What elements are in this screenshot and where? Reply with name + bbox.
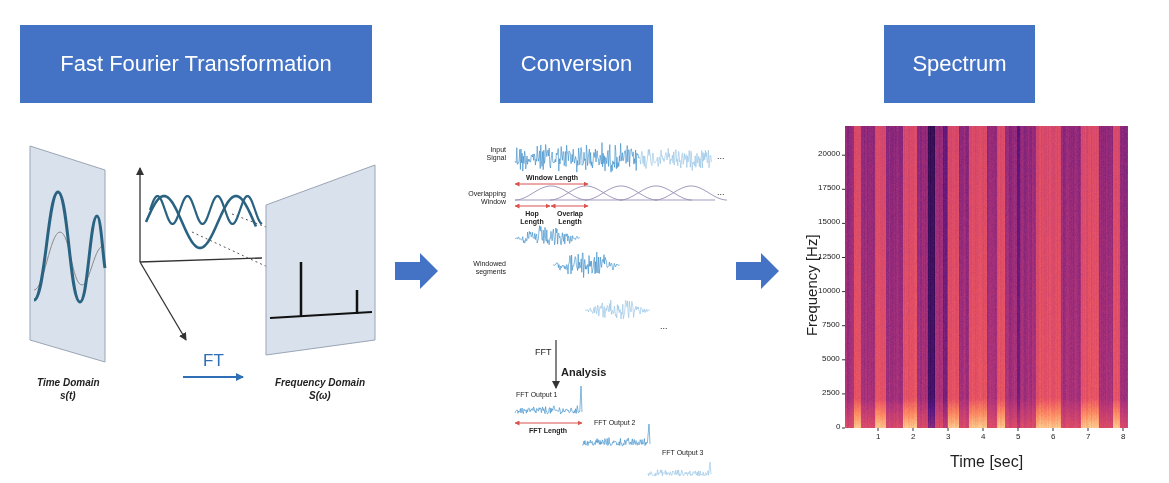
waveform [640,148,711,170]
tick-label: 10000 [818,287,840,296]
waveform [585,300,650,319]
tick-label: 3 [946,433,950,442]
tick-label: 20000 [818,150,840,159]
annotation-label: Input Signal [472,146,506,161]
annotation-label: s(t) [60,390,76,401]
tick-label: 15000 [818,218,840,227]
waveform [515,386,582,414]
waveform [553,252,620,278]
waveform [515,226,580,245]
stage-header: Spectrum [884,25,1035,103]
tick-label: 7 [1086,433,1090,442]
annotation-label: Time Domain [37,377,100,388]
tick-label: 7500 [822,321,840,330]
annotation-label: FFT Output 1 [516,391,558,399]
tick-label: 2500 [822,389,840,398]
annotation-label: ... [717,152,725,162]
flow-arrow [736,253,779,289]
waveform [515,143,640,173]
annotation-label: S(ω) [309,390,331,401]
tick-label: 5000 [822,355,840,364]
annotation-label: Window Length [526,174,578,182]
tick-label: 12500 [818,253,840,262]
tick-label: 5 [1016,433,1020,442]
annotation-label: FFT Output 3 [662,449,704,457]
header-text: Conversion [521,51,632,77]
spectrogram-image [845,126,1128,428]
annotation-label: FFT [535,348,552,358]
stft-illustration [515,143,727,476]
annotation-label: FT [203,352,224,371]
waveform [648,462,711,476]
tick-label: 2 [911,433,915,442]
tick-label: 4 [981,433,985,442]
annotation-label: FFT Length [529,427,567,435]
annotation-label: Hop Length [517,210,547,225]
waveform [515,200,715,201]
fft-illustration [30,146,375,377]
waveform [150,196,262,224]
tick-label: 0 [836,423,840,432]
annotation-label: FFT Output 2 [594,419,636,427]
tick-label: 1 [876,433,880,442]
annotation-label: Overlap Length [552,210,588,225]
flow-arrow [395,253,438,289]
header-text: Fast Fourier Transformation [60,51,331,77]
waveform [582,424,650,446]
annotation-label: Windowed segments [460,260,506,275]
axis-title: Time [sec] [950,453,1023,471]
tick-label: 8 [1121,433,1125,442]
stage-header: Fast Fourier Transformation [20,25,372,103]
annotation-label: ... [717,188,725,198]
tick-label: 17500 [818,184,840,193]
annotation-label: Overlapping Window [460,190,506,205]
axis-title: Frequency [Hz] [804,234,821,336]
stage-header: Conversion [500,25,653,103]
waveform [655,186,727,200]
annotation-label: ... [660,322,668,332]
annotation-label: Frequency Domain [275,377,365,388]
header-text: Spectrum [912,51,1006,77]
tick-label: 6 [1051,433,1055,442]
annotation-label: Analysis [561,366,606,378]
